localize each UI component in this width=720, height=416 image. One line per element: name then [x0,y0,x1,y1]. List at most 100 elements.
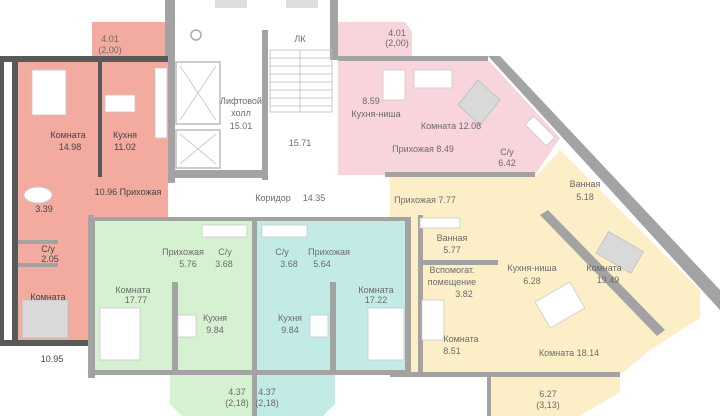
bath1-area: 5.77 [443,245,461,255]
diagonal-wall [488,56,720,310]
balcony-area-reduced: (2,00) [385,38,409,48]
dining-table [309,314,329,338]
lift-hall-label-2: холл [231,108,251,118]
kitchen-label: Кухня [278,313,302,323]
room-big-label: Комната [586,263,621,273]
aux-label-2: помещение [428,277,476,287]
room-big-area: 19.49 [597,275,620,285]
apartment-pink: 4.01 (2,00) 8.59 Кухня-ниша Комната 12.0… [338,22,560,177]
bath1-label: Ванная [437,233,468,243]
balcony-area-reduced: (2,00) [98,45,122,55]
wardrobe [421,299,445,341]
dining-table [104,94,136,113]
apartment-green: Прихожая 5.76 С/у 3.68 Комната 17.77 Кух… [88,217,257,416]
kitchen-counter [31,69,67,116]
inner-diagonal-wall [540,210,665,336]
apartment-salmon: 4.01 (2,00) Комната 14.98 Кухня 11.02 10… [0,22,168,364]
elevator-2 [175,129,221,169]
hall-label: 10.96 Прихожая [95,187,162,197]
wc-area: 3.68 [215,259,233,269]
elevator-1 [175,61,221,125]
kitchen-area: 9.84 [206,325,224,335]
hall-label: Прихожая 7.77 [394,195,456,205]
room-living-label: Комната 18.14 [539,348,599,358]
staircase [269,49,333,113]
bath2-area: 5.18 [576,192,594,202]
hall-area: 5.64 [313,259,331,269]
kitchen-label: Кухня-ниша [507,263,556,273]
wc-area: 6.42 [498,158,516,168]
wc-label: С/у [275,247,289,257]
bathtub [419,217,461,229]
kitchen-area: 11.02 [114,142,136,152]
kitchen-label: Кухня [113,130,137,140]
balcony-area-reduced: (3,13) [536,400,560,410]
stair-area: 15.71 [289,138,312,148]
wc-label: С/у [218,247,232,257]
lift-hall-area: 15.01 [230,121,253,131]
apartment-teal: С/у 3.68 Прихожая 5.64 Комната 17.22 Кух… [255,217,411,416]
hall-area: 5.76 [179,259,197,269]
room-label: Комната [358,285,393,295]
bed [457,79,501,126]
wc-label: С/у [500,147,514,157]
room2-label: Комната [30,292,65,302]
hall-label: Прихожая 8.49 [392,144,454,154]
wc-label: С/у [41,244,55,254]
bed [595,231,644,274]
aux-label: Вспомогат. [429,265,474,275]
bathtub [23,186,53,204]
room2-area: 10.95 [41,354,64,364]
balcony-area: 4.37 [258,387,276,397]
balcony-area-reduced: (2,18) [225,398,249,408]
shaft-icon [190,29,202,41]
room-small-area: 8.51 [443,346,461,356]
dining-table [177,314,197,338]
bath-area: 3.39 [35,204,53,214]
sofa [99,307,141,361]
kitchen-counter [413,69,453,89]
stove [154,67,168,139]
room-area: 14.98 [59,142,82,152]
balcony-area: 4.01 [388,28,406,38]
kitchen-area: 9.84 [281,325,299,335]
aux-area: 3.82 [455,289,473,299]
kitchen-label: Кухня [203,313,227,323]
balcony-area: 4.01 [101,34,119,44]
bath2-label: Ванная [570,179,601,189]
stair-label: ЛК [294,34,306,44]
kitchen-label: Кухня-ниша [351,109,400,119]
room-label: Комната 12.08 [421,121,481,131]
bed [21,299,69,339]
balcony-area: 4.37 [228,387,246,397]
bathtub [201,224,248,238]
dining-table [382,69,406,101]
corridor-label: Коридор [255,193,291,203]
bathtub [524,115,556,147]
room-area: 17.22 [365,295,388,305]
balcony-area-reduced: (2,18) [255,398,279,408]
room-label: Комната [50,130,85,140]
balcony-area: 6.27 [539,389,557,399]
room-label: Комната [115,285,150,295]
kitchen-area: 6.28 [523,276,541,286]
balcony [170,372,255,416]
wc-area: 3.68 [280,259,298,269]
bathtub [261,224,308,238]
room-area: 17.77 [125,295,148,305]
kitchen-area: 8.59 [362,96,380,106]
sofa [534,281,586,329]
hall-label: Прихожая [308,247,350,257]
balcony [92,22,165,60]
lift-hall-label: Лифтовой [220,96,262,106]
hall-label: Прихожая [162,247,204,257]
corridor-area: 14.35 [303,193,326,203]
room-small-label: Комната [443,334,478,344]
balcony [257,372,335,416]
wc-area: 2.05 [41,254,59,264]
corridor [168,183,390,219]
apartment-yellow: Прихожая 7.77 Ванная 5.77 Ванная 5.18 Вс… [390,150,700,416]
core: ЛК Лифтовой холл 15.01 15.71 Коридор 14.… [165,0,390,219]
balcony [338,22,412,60]
